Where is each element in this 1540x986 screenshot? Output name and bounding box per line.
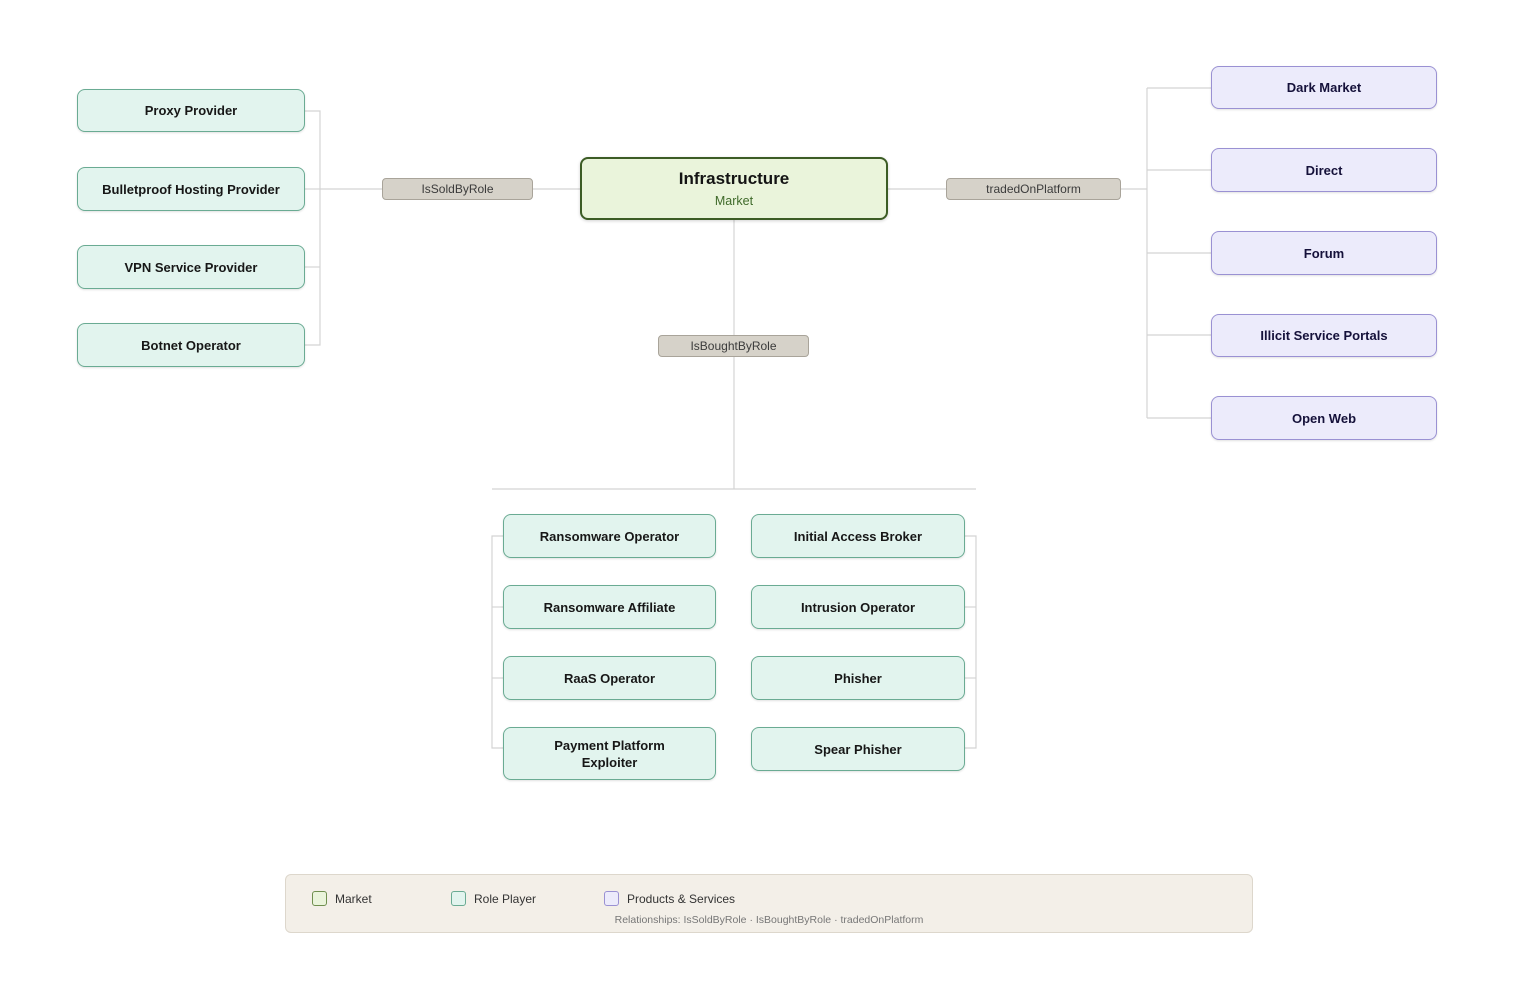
market-node[interactable]: Infrastructure Market xyxy=(580,157,888,220)
legend-swatch-market xyxy=(312,891,327,906)
buyer-node-intrusion-operator[interactable]: Intrusion Operator xyxy=(751,585,965,629)
buyer-node-payment-platform-exploiter[interactable]: Payment Platform Exploiter xyxy=(503,727,716,780)
legend-item-products: Products & Services xyxy=(604,891,735,906)
buyer-node-raas-operator[interactable]: RaaS Operator xyxy=(503,656,716,700)
legend-relationships-note: Relationships: IsSoldByRole · IsBoughtBy… xyxy=(614,914,924,926)
legend-item-market: Market xyxy=(312,891,372,906)
buyer-node-spear-phisher[interactable]: Spear Phisher xyxy=(751,727,965,771)
platform-node-open-web[interactable]: Open Web xyxy=(1211,396,1437,440)
seller-node-vpn-service[interactable]: VPN Service Provider xyxy=(77,245,305,289)
buyer-node-ransomware-affiliate[interactable]: Ransomware Affiliate xyxy=(503,585,716,629)
buyer-node-phisher[interactable]: Phisher xyxy=(751,656,965,700)
market-subtitle: Market xyxy=(714,194,754,208)
seller-node-botnet-operator[interactable]: Botnet Operator xyxy=(77,323,305,367)
legend-label-role-player: Role Player xyxy=(474,891,537,906)
seller-node-proxy-provider[interactable]: Proxy Provider xyxy=(77,89,305,132)
platform-node-dark-market[interactable]: Dark Market xyxy=(1211,66,1437,109)
relation-label-traded: tradedOnPlatform xyxy=(946,178,1121,200)
seller-node-bulletproof-hosting[interactable]: Bulletproof Hosting Provider xyxy=(77,167,305,211)
buyer-node-ransomware-operator[interactable]: Ransomware Operator xyxy=(503,514,716,558)
market-title: Infrastructure xyxy=(678,169,790,188)
legend-label-products: Products & Services xyxy=(627,891,736,906)
platform-node-forum[interactable]: Forum xyxy=(1211,231,1437,275)
seller-bracket-line xyxy=(305,110,321,346)
platform-node-illicit-service-portals[interactable]: Illicit Service Portals xyxy=(1211,314,1437,357)
relation-label-sold: IsSoldByRole xyxy=(382,178,533,200)
legend-label-market: Market xyxy=(335,891,372,906)
legend: Market Role Player Products & Services R… xyxy=(285,874,1253,933)
legend-swatch-products xyxy=(604,891,619,906)
buyer-left-bracket-line xyxy=(491,535,503,749)
legend-item-role-player: Role Player xyxy=(451,891,536,906)
legend-swatch-role-player xyxy=(451,891,466,906)
buyer-right-bracket-line xyxy=(965,535,977,749)
relation-label-bought: IsBoughtByRole xyxy=(658,335,809,357)
platform-node-direct[interactable]: Direct xyxy=(1211,148,1437,192)
buyer-node-initial-access-broker[interactable]: Initial Access Broker xyxy=(751,514,965,558)
